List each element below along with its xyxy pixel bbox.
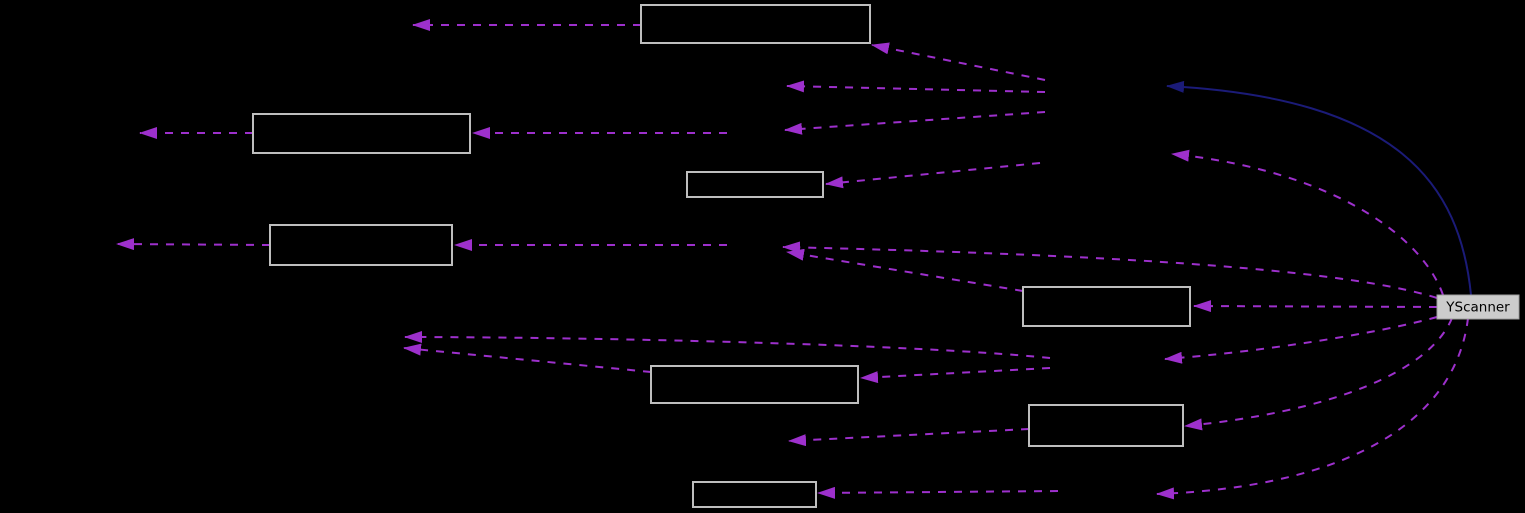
usage-hub3-lower-mid-edge [860,367,1051,384]
usage-yscanner-lower-edge [1164,316,1438,364]
node-lower-right[interactable] [1028,404,1184,447]
node-mid-left[interactable] [269,224,453,266]
node-lower-mid[interactable] [650,365,859,404]
current-node-label: YScanner [1445,300,1510,316]
usage-hub1-mid2-edge [784,111,1046,135]
node-upper-left[interactable] [252,113,471,154]
node-yscanner [1436,294,1520,320]
edges-layer [116,19,1472,500]
node-top[interactable] [640,4,871,44]
usage-yscanner-mid-right-edge [1193,300,1438,313]
node-mid-right[interactable] [1022,286,1191,327]
usage-yscanner-upper-edge [1171,149,1444,296]
usage-mid-right-out-edge [786,248,1024,292]
node-small-mid[interactable] [686,171,824,198]
usage-yscanner-lower-right-edge [1184,317,1453,431]
inheritance-yscanner-up-edge [1166,80,1472,296]
usage-hub1-mid1-edge [786,80,1046,93]
usage-mid-left-out-edge [116,238,271,251]
usage-lower-mid-out-edge [403,343,652,373]
usage-hub1-top-box-edge [871,42,1046,81]
usage-hub4-bottom-box-edge [817,486,1059,499]
usage-lower-right-out-edge [788,428,1030,447]
usage-hub3-far-left-edge [404,331,1051,359]
node-bottom[interactable] [692,481,817,508]
usage-hub2-small-mid-edge [825,162,1041,189]
usage-yscanner-bottom-edge [1156,317,1469,500]
usage-yscanner-mid-left-edge [782,241,1438,299]
nodes-layer: YScanner [252,4,1520,508]
